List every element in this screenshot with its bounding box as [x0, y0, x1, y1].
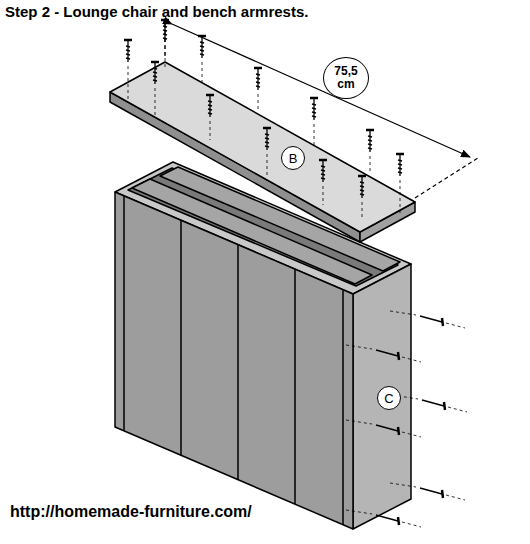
part-callout: C [377, 386, 401, 410]
callout-text: C [384, 391, 393, 406]
caption: http://homemade-furniture.com/ [10, 503, 252, 521]
callout-text: B [289, 151, 298, 166]
screws [124, 20, 467, 527]
dimension-label: 75,5 cm [323, 57, 369, 99]
title: Step 2 - Lounge chair and bench armrests… [5, 3, 308, 20]
callout-text: 75,5 cm [331, 65, 361, 90]
board-b [110, 62, 415, 242]
part-callout: B [281, 146, 305, 170]
